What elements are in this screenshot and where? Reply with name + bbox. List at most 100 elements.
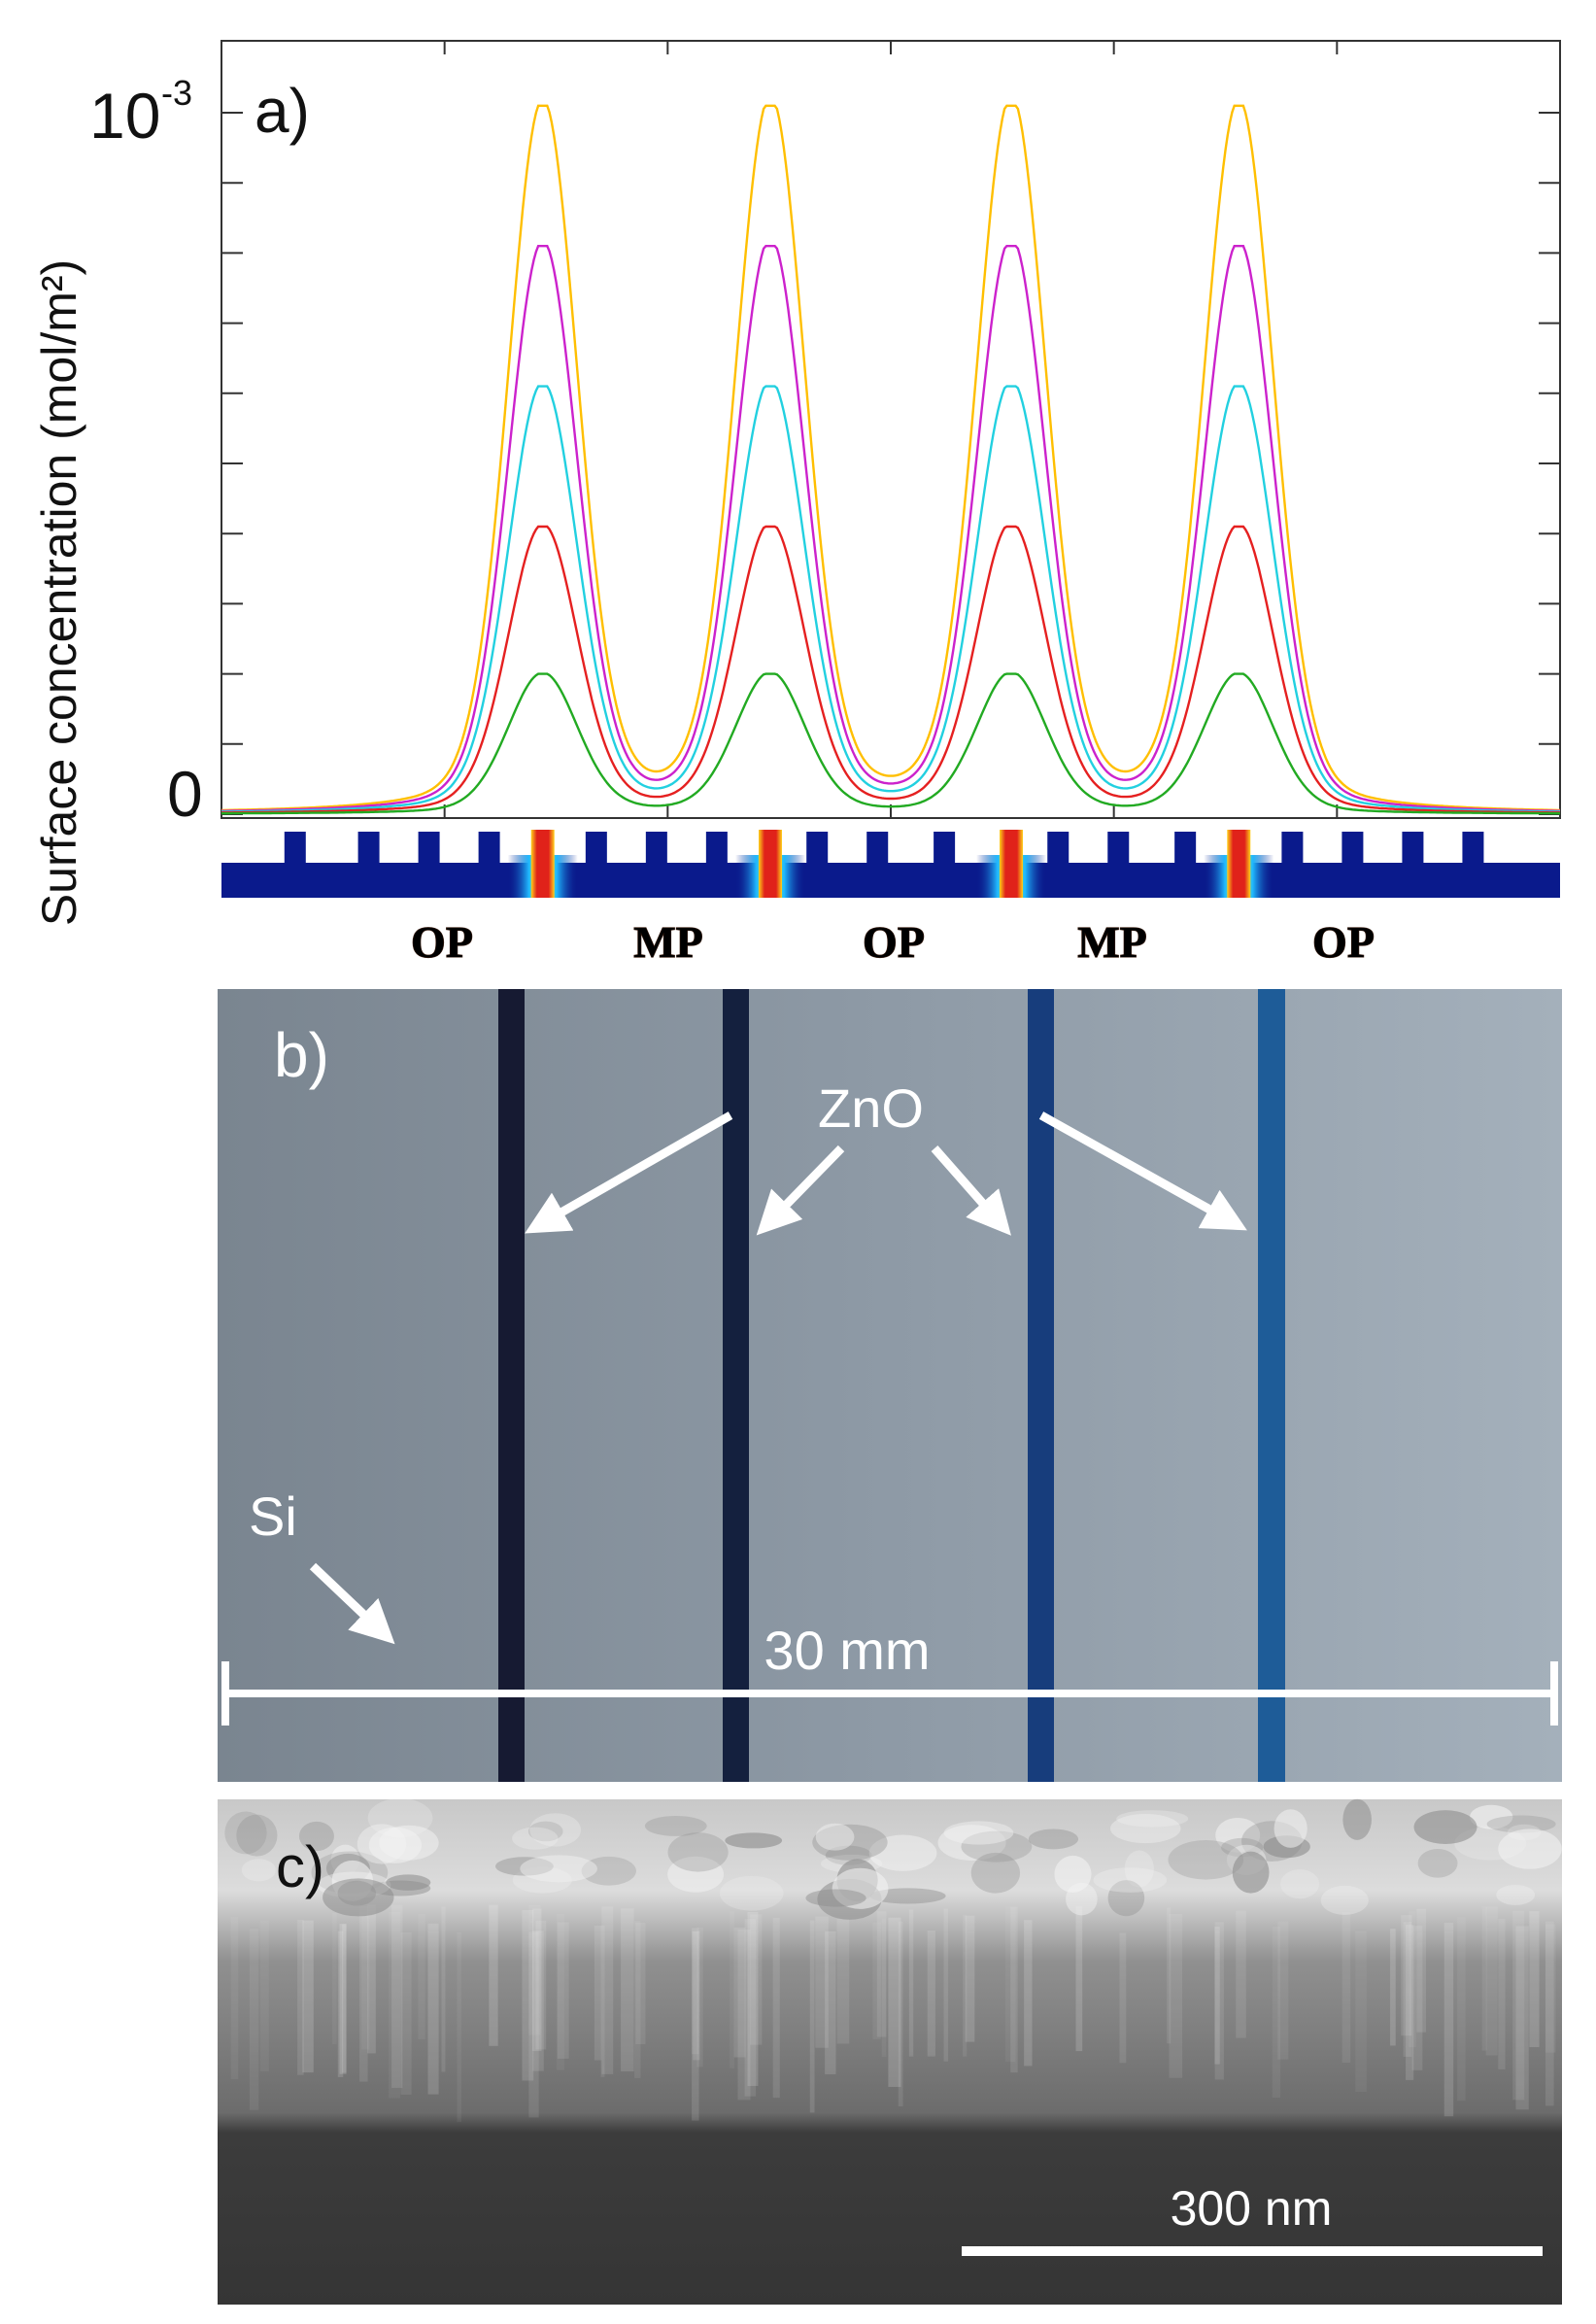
sem-grain [1342, 1798, 1372, 1840]
sem-streak [733, 1927, 746, 2058]
sem-grain [1232, 1851, 1270, 1894]
sem-streak [737, 1930, 751, 2101]
sem-streak [1406, 1925, 1414, 2080]
sem-grain [1066, 1882, 1098, 1916]
sem-streak [744, 1919, 757, 2097]
sem-streak [634, 1921, 641, 2078]
photo-background [218, 989, 1562, 1782]
y-tick-label-top-exponent: -3 [161, 73, 192, 113]
zno-arrow-2 [756, 1145, 845, 1236]
sem-grain [725, 1832, 783, 1849]
sem-grain [869, 1888, 946, 1904]
panel-b: b) ZnO Si 30 mm [218, 989, 1562, 1782]
sem-streak [367, 1904, 376, 2054]
sem-streak [1214, 1926, 1220, 2065]
strip-tooth [705, 832, 728, 865]
sem-grain [961, 1830, 1033, 1863]
strip-tooth [1281, 832, 1304, 865]
sem-streak [1515, 1926, 1529, 2110]
sem-streak [601, 1906, 614, 2074]
sem-streak [691, 1931, 699, 2055]
sem-grain [805, 1889, 866, 1907]
zno-label: ZnO [818, 1077, 924, 1139]
sem-streak [489, 1904, 498, 2046]
zno-arrow-3 [931, 1145, 1011, 1236]
sem-streak [361, 1915, 370, 2050]
sem-grain [1417, 1849, 1458, 1878]
sem-streak [532, 1931, 544, 2071]
sem-streak [600, 1925, 605, 2077]
sem-grain [581, 1856, 636, 1886]
sem-grain [1028, 1828, 1079, 1850]
strip-teeth [284, 832, 1484, 865]
sem-grain [970, 1852, 1021, 1894]
y-axis-ticks [221, 112, 1560, 815]
series-line-2 [221, 245, 1560, 812]
scale-bar-300nm [962, 2246, 1543, 2256]
sem-streak [1416, 1908, 1427, 2033]
sem-streak [302, 1920, 314, 2073]
region-label-mp-2: MP [1077, 917, 1147, 967]
sem-streak [1341, 1911, 1351, 2064]
strip-tooth [585, 832, 607, 865]
sem-streak [1010, 1906, 1018, 2073]
sem-grain [1496, 1884, 1536, 1905]
sem-streak [1498, 1918, 1506, 2069]
sem-streak [532, 1908, 542, 2052]
series-line-4 [221, 525, 1560, 814]
sem-streak [876, 1911, 887, 2037]
sem-streak [747, 1912, 759, 2086]
si-arrow [309, 1562, 395, 1645]
sem-streak [359, 1906, 368, 2082]
sem-streak [1167, 1907, 1172, 2044]
strip-tooth [418, 832, 440, 865]
sem-streak [557, 1922, 569, 2059]
y-tick-label-bottom: 0 [167, 758, 203, 830]
sem-grain [1109, 1813, 1181, 1844]
sem-streak [943, 1908, 949, 2062]
sem-grain [512, 1866, 572, 1894]
sem-grain [512, 1827, 559, 1850]
sem-streak [898, 1921, 903, 2106]
strip-hotspot-1 [530, 830, 555, 898]
sem-grain [1124, 1850, 1154, 1888]
strip-tooth [1107, 832, 1130, 865]
sem-streak [1390, 1929, 1396, 2046]
sem-streak [249, 1929, 259, 2110]
sem-streak [692, 1928, 699, 2121]
sem-grain [1093, 1867, 1168, 1893]
sem-grain [832, 1867, 889, 1909]
sem-streak [230, 1917, 239, 2080]
sem-streak [259, 1920, 269, 2071]
panel-b-label: b) [274, 1020, 329, 1090]
strip-tooth [806, 832, 829, 865]
sem-streak [1457, 1917, 1466, 2102]
x-axis-ticks [443, 41, 1339, 818]
series-line-3 [221, 385, 1560, 813]
sem-streak [927, 1930, 935, 2057]
scale-label-30mm: 30 mm [764, 1620, 930, 1681]
strip-hotspot-2 [758, 830, 782, 898]
sem-streak [1075, 1906, 1083, 2052]
zno-stripe-3 [1028, 989, 1054, 1782]
sem-grain [520, 1855, 597, 1883]
strip-tooth [1174, 832, 1197, 865]
sem-grain [1215, 1817, 1261, 1853]
sem-streak [1119, 1932, 1127, 2064]
sem-streak [337, 1931, 344, 2077]
sem-streak [457, 1932, 461, 2123]
strip-tooth [1047, 832, 1070, 865]
sem-streak [342, 1924, 347, 2073]
sem-streak [1529, 1911, 1540, 2048]
sem-grain [937, 1825, 1006, 1862]
sem-grain [943, 1821, 1014, 1845]
sem-grain [386, 1874, 431, 1891]
sem-streak [1004, 1906, 1016, 2063]
sem-grain [1107, 1880, 1145, 1917]
sem-streak [1214, 1922, 1224, 2080]
zno-stripe-2 [723, 989, 749, 1782]
sem-grain [667, 1856, 725, 1893]
sem-streak [693, 1931, 700, 2061]
sem-streak [881, 1918, 887, 2058]
sem-streak [528, 1931, 539, 2118]
